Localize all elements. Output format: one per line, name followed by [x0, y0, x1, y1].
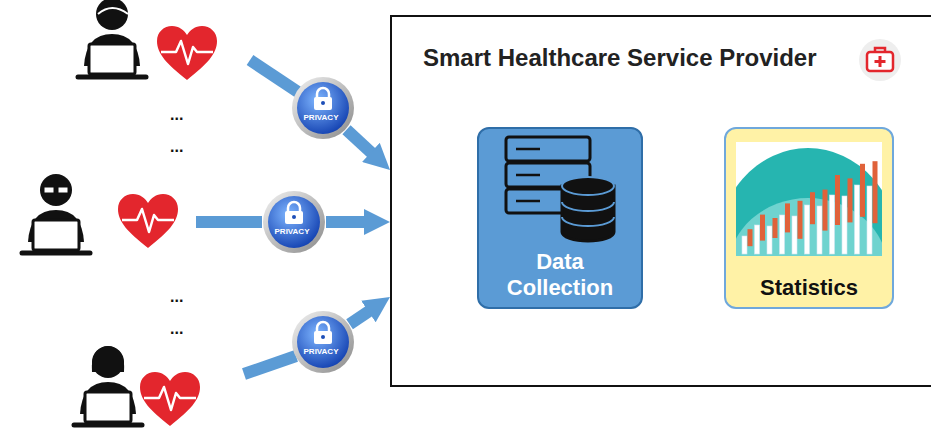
user-icon	[74, 346, 142, 425]
badge-label: PRIVACY	[304, 113, 339, 123]
ellipsis-mark: ...	[170, 106, 183, 124]
heart-icon	[157, 26, 217, 80]
box-label: Data Collection	[485, 249, 635, 301]
box-title: Smart Healthcare Service Provider	[423, 43, 817, 72]
flow-arrow	[350, 306, 377, 324]
ellipsis-mark: ...	[170, 138, 183, 156]
badge-shape	[262, 190, 326, 254]
badge-label: PRIVACY	[304, 347, 339, 357]
badge-label: PRIVACY	[275, 227, 310, 237]
chart-icon	[716, 142, 900, 356]
privacy-badge: PRIVACY	[262, 190, 326, 254]
heart-icon	[140, 372, 200, 426]
box-label: Statistics	[760, 275, 858, 301]
badge-shape	[291, 76, 355, 140]
medical-kit-icon	[859, 39, 901, 81]
badge-shape	[291, 310, 355, 374]
flow-arrow	[346, 130, 378, 159]
server-icon	[506, 137, 614, 241]
heart-icon	[118, 194, 178, 248]
flow-arrow	[326, 216, 374, 228]
user-icon	[22, 174, 90, 253]
ellipsis-mark: ...	[170, 288, 183, 306]
user-icon	[78, 0, 146, 77]
ellipsis-mark: ...	[170, 320, 183, 338]
privacy-badge: PRIVACY	[291, 310, 355, 374]
privacy-badge: PRIVACY	[291, 76, 355, 140]
